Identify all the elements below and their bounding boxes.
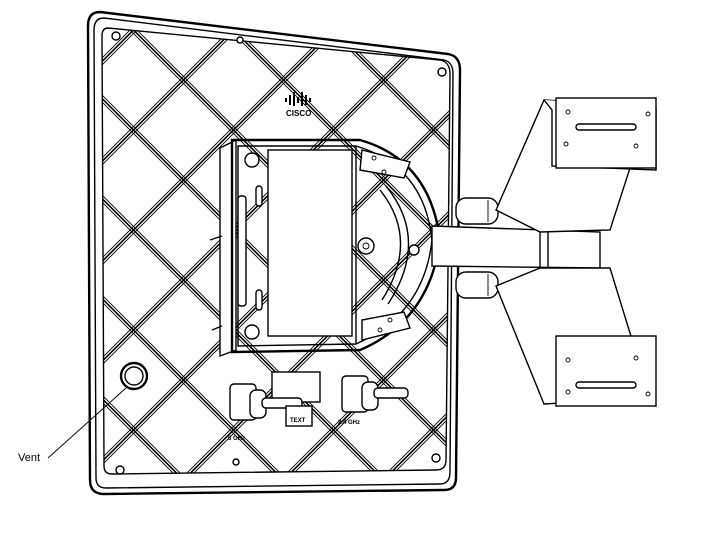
rib-line — [102, 28, 450, 474]
rib-line — [102, 28, 364, 474]
rib-line — [102, 28, 268, 474]
rib-line — [603, 0, 705, 538]
svg-text:5 GHz: 5 GHz — [228, 436, 245, 442]
rib-line — [299, 28, 450, 474]
rib-line — [102, 28, 265, 474]
rib-line — [102, 28, 368, 474]
corner-screws — [111, 31, 447, 475]
rib-line — [302, 28, 450, 474]
rib-line — [102, 28, 365, 474]
rib-line — [206, 28, 450, 474]
rib-line — [102, 28, 364, 474]
rib-line — [604, 0, 705, 538]
rib-line — [203, 28, 450, 474]
rib-line — [203, 28, 450, 474]
rib-line — [600, 0, 705, 538]
rib-line — [102, 28, 368, 474]
rib-line — [102, 28, 365, 474]
rib-line — [306, 28, 450, 474]
svg-text:2.4 GHz: 2.4 GHz — [338, 420, 360, 426]
rib-line — [102, 28, 450, 474]
rib-line — [303, 28, 450, 474]
vent — [119, 361, 149, 391]
rib-line — [102, 28, 261, 474]
mounting-bracket — [209, 138, 442, 358]
rib-line — [102, 28, 265, 474]
vent-callout-label: Vent — [18, 452, 41, 464]
rib-line — [102, 28, 268, 474]
rib-line — [102, 28, 264, 474]
svg-text:TEXT: TEXT — [290, 418, 306, 424]
rib-line — [700, 0, 705, 538]
rib-line — [102, 28, 361, 474]
rib-line — [206, 28, 450, 474]
rib-line — [102, 28, 450, 474]
mounting-arm — [431, 97, 657, 407]
rib-line — [303, 28, 450, 474]
rib-line — [299, 28, 450, 474]
rib-line — [106, 28, 450, 474]
rib-line — [102, 28, 264, 474]
rib-line — [600, 0, 705, 538]
vent-leader-line — [47, 387, 127, 459]
svg-text:CISCO: CISCO — [286, 109, 311, 118]
rib-line — [603, 0, 705, 538]
rib-line — [202, 28, 450, 474]
cisco-logo: CISCO — [285, 92, 311, 118]
rib-line — [302, 28, 450, 474]
rib-line — [604, 0, 705, 538]
rib-line — [102, 28, 261, 474]
rib-line — [102, 28, 450, 474]
rib-line — [306, 28, 450, 474]
rib-line — [199, 28, 450, 474]
rib-line — [607, 0, 705, 538]
rib-line — [202, 28, 450, 474]
rib-line — [102, 28, 361, 474]
rib-line — [607, 0, 705, 538]
rib-line — [102, 28, 450, 474]
rib-line — [700, 0, 705, 538]
antenna-ports: TEXT 5 GHz 2.4 GHz — [228, 371, 409, 442]
rib-line — [103, 28, 450, 474]
rib-line — [102, 28, 450, 474]
